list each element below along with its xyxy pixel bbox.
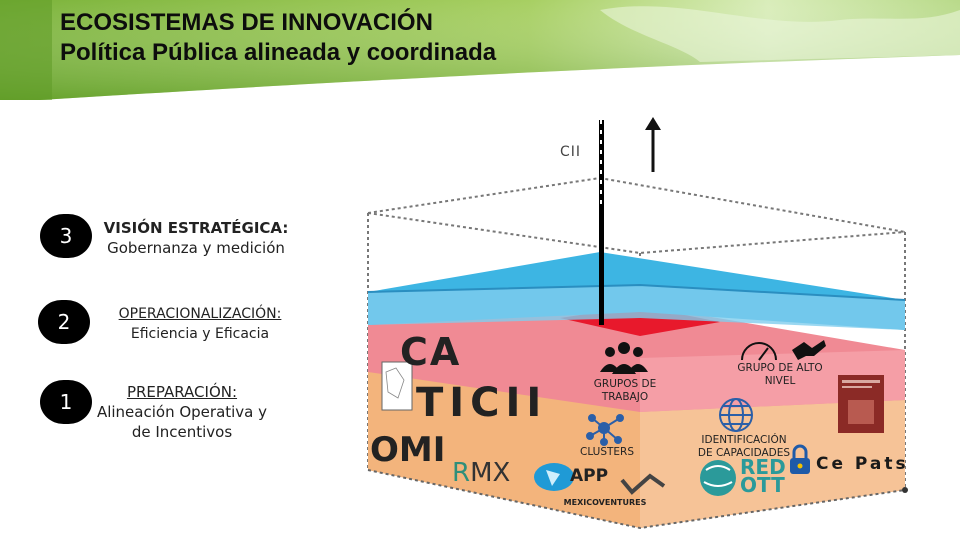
grupo-alto-label: GRUPO DE ALTO NIVEL	[730, 362, 830, 388]
mexicoventures-logo: MEXICOVENTURES	[550, 496, 660, 509]
grupo-alto-line-1: GRUPO DE ALTO	[730, 362, 830, 375]
redott-line-2: OTT	[740, 476, 786, 494]
grupos-trabajo-line-2: TRABAJO	[585, 391, 665, 404]
clusters-label: CLUSTERS	[572, 446, 642, 459]
cii-label: CII	[560, 146, 581, 159]
app-logo-text: APP	[570, 466, 608, 486]
grupos-trabajo-line-1: GRUPOS DE	[585, 378, 665, 391]
grupos-trabajo-label: GRUPOS DE TRABAJO	[585, 378, 665, 404]
ticii-label: TICII	[416, 380, 547, 426]
rmx-mx: MX	[470, 458, 510, 488]
cepats-logo: Ce Pats	[816, 454, 909, 474]
grupo-alto-line-2: NIVEL	[730, 375, 830, 388]
redott-logo-text: RED OTT	[740, 458, 786, 494]
up-arrow-icon	[645, 117, 661, 172]
ca-label: CA	[400, 330, 461, 374]
rmx-logo: RMX	[452, 458, 510, 488]
app-bubble-icon	[534, 463, 574, 491]
redott-logo-icon	[700, 460, 736, 496]
rmx-r: R	[452, 458, 470, 488]
identificacion-line-1: IDENTIFICACIÓN	[694, 434, 794, 447]
omi-label: OMI	[370, 430, 445, 470]
report-thumbnail-icon	[838, 375, 884, 433]
